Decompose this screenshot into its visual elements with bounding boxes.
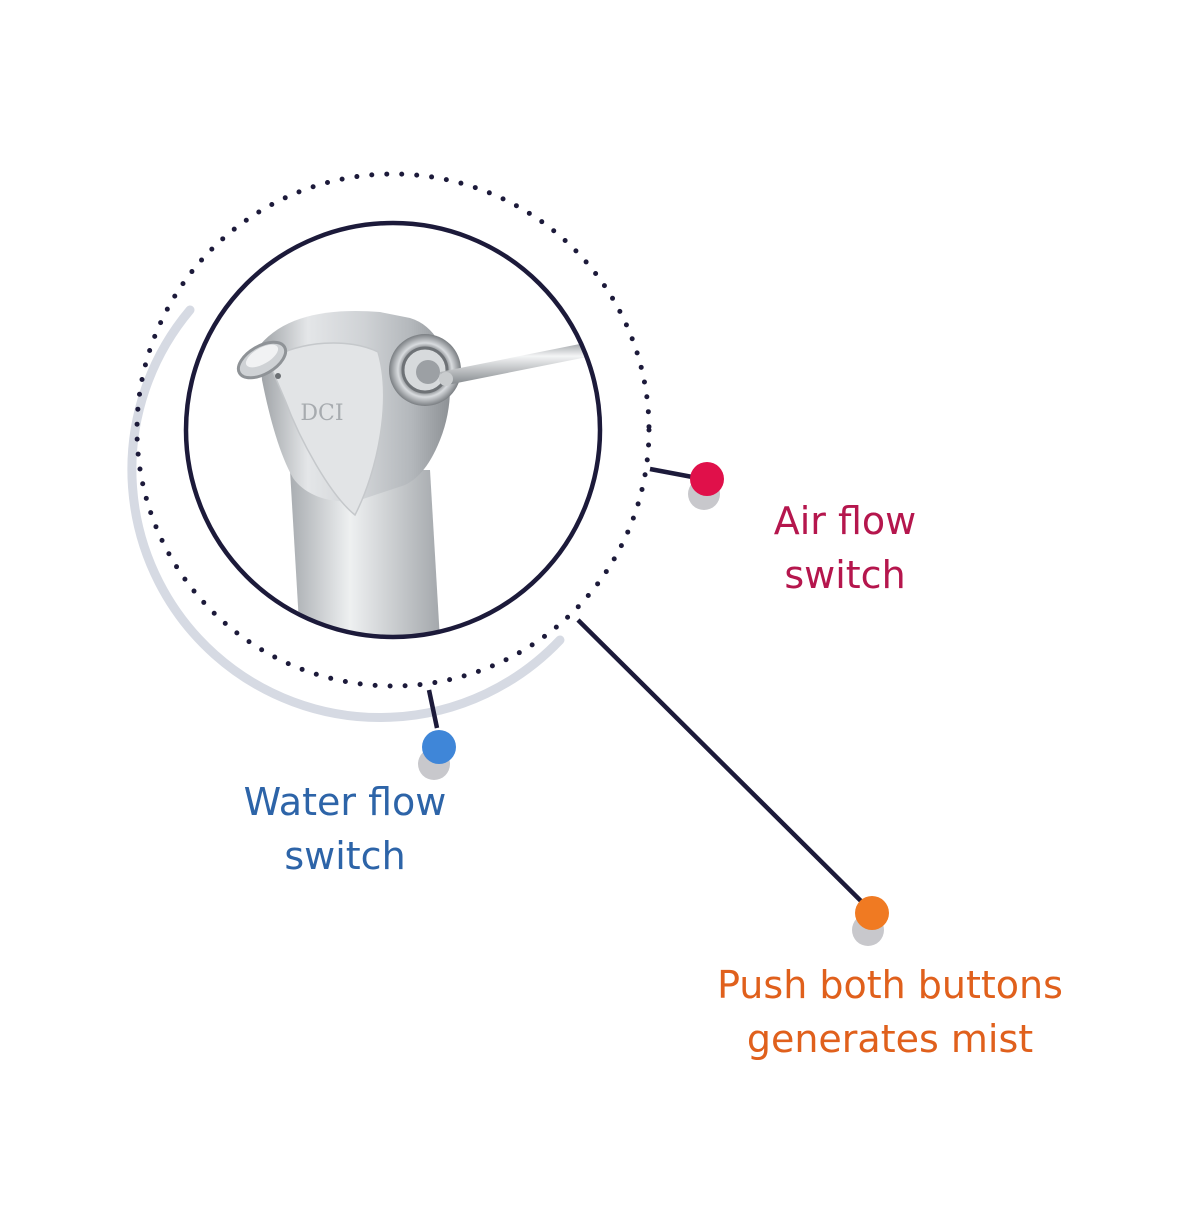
callout-water-line2: switch: [284, 834, 406, 878]
callout-dot-mist: [852, 896, 889, 946]
callout-mist-line2: generates mist: [746, 1017, 1034, 1061]
callout-dot-air: [688, 462, 724, 510]
callout-air-line2: switch: [784, 553, 906, 597]
callout-label-air: Air flow switch: [730, 494, 960, 602]
shadow-arc: [127, 305, 565, 722]
lens-ring: [183, 220, 603, 640]
dotted-ring: [134, 171, 652, 689]
callout-air-line1: Air flow: [773, 499, 917, 543]
callout-water-line1: Water flow: [243, 780, 447, 824]
callout-label-water: Water flow switch: [205, 775, 485, 883]
connector-mist: [576, 618, 870, 910]
callout-dot-water: [418, 730, 456, 780]
connector-water: [426, 689, 440, 729]
brand-engraving: DCI: [300, 401, 343, 426]
callout-mist-line1: Push both buttons: [717, 963, 1063, 1007]
dental-syringe-tip-image: DCI: [187, 224, 599, 636]
callout-label-mist: Push both buttons generates mist: [660, 958, 1120, 1066]
